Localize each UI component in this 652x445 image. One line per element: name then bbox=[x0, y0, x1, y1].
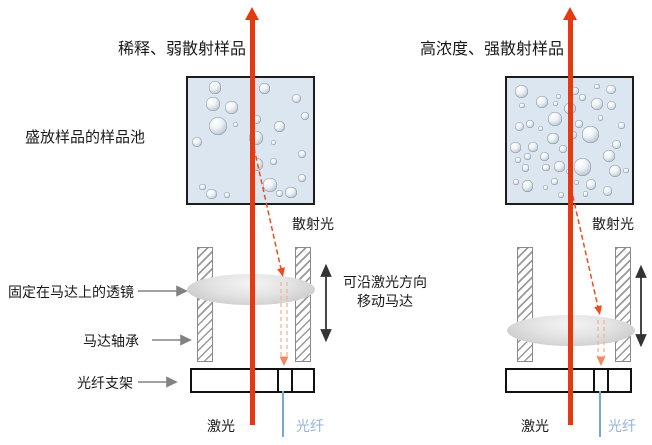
particle-bubble bbox=[536, 95, 548, 108]
particle-bubble bbox=[609, 165, 622, 178]
particle-bubble bbox=[273, 120, 286, 133]
left-sample-title: 稀释、弱散射样品 bbox=[118, 41, 247, 58]
particle-bubble bbox=[582, 191, 589, 197]
motor-travel-note-line1: 可沿激光方向 bbox=[343, 274, 427, 290]
particle-bubble bbox=[585, 179, 597, 190]
particle-bubble bbox=[225, 101, 238, 114]
particle-bubble bbox=[559, 144, 567, 153]
particle-bubble bbox=[275, 190, 283, 198]
motor-travel-note: 可沿激光方向 移动马达 bbox=[337, 273, 433, 311]
particle-bubble bbox=[542, 184, 549, 191]
motor-travel-arrow-left bbox=[320, 263, 332, 343]
particle-bubble bbox=[301, 111, 310, 121]
particle-bubble bbox=[258, 82, 271, 94]
particle-bubble bbox=[551, 178, 558, 186]
particle-bubble bbox=[591, 98, 604, 110]
particle-bubble bbox=[611, 140, 621, 150]
particle-bubble bbox=[526, 119, 535, 128]
motor-bearing-label: 马达轴承 bbox=[83, 333, 139, 349]
particle-bubble bbox=[208, 116, 227, 136]
fiber-mount-label: 光纤支架 bbox=[77, 375, 133, 391]
fiber-slot-line bbox=[291, 370, 293, 391]
particle-bubble bbox=[519, 102, 525, 108]
fiber-label-right: 光纤 bbox=[608, 418, 636, 434]
sample-cell-label: 盛放样品的样品池 bbox=[25, 129, 146, 146]
particle-bubble bbox=[538, 125, 544, 132]
label-pointer-arrows bbox=[138, 285, 192, 388]
lens-label: 固定在马达上的透镜 bbox=[8, 284, 134, 300]
particle-bubble bbox=[597, 115, 604, 121]
particle-bubble bbox=[570, 86, 579, 96]
particle-bubble bbox=[579, 94, 586, 101]
particle-bubble bbox=[297, 173, 306, 183]
particle-bubble bbox=[206, 97, 220, 111]
laser-beam-right bbox=[563, 7, 577, 425]
particle-bubble bbox=[206, 188, 217, 200]
scattered-light-label-right: 散射光 bbox=[592, 216, 634, 232]
fiber-label-left: 光纤 bbox=[296, 418, 324, 434]
particle-bubble bbox=[263, 178, 277, 192]
particle-bubble bbox=[513, 179, 520, 185]
laser-label-left: 激光 bbox=[207, 418, 235, 434]
particle-bubble bbox=[606, 84, 616, 94]
particle-bubble bbox=[618, 122, 625, 129]
motor-travel-note-line2: 移动马达 bbox=[357, 293, 413, 309]
particle-bubble bbox=[606, 100, 617, 111]
particle-bubble bbox=[521, 164, 530, 172]
particle-bubble bbox=[515, 84, 529, 99]
motor-bearing-right-bar bbox=[615, 247, 631, 362]
laser-arrowhead bbox=[563, 7, 577, 20]
particle-bubble bbox=[224, 191, 231, 198]
particle-bubble bbox=[552, 100, 559, 107]
particle-bubble bbox=[515, 121, 525, 131]
fiber-slot-line bbox=[607, 370, 609, 391]
particle-bubble bbox=[510, 142, 521, 153]
particle-bubble bbox=[582, 126, 599, 143]
laser-arrowhead bbox=[245, 7, 259, 20]
particle-bubble bbox=[575, 120, 584, 129]
motor-bearing-left-bar bbox=[197, 247, 213, 362]
particle-bubble bbox=[554, 161, 565, 172]
motor-travel-arrow-right bbox=[635, 264, 647, 348]
motor-bearing-left-bar bbox=[295, 247, 311, 362]
fiber-slot-line bbox=[277, 370, 279, 391]
particle-bubble bbox=[269, 158, 277, 166]
particle-bubble bbox=[523, 153, 531, 161]
particle-bubble bbox=[270, 140, 276, 146]
scattered-light-label-left: 散射光 bbox=[292, 216, 334, 232]
optical-fiber-right bbox=[599, 391, 601, 437]
optical-fiber-left bbox=[282, 391, 284, 437]
laser-label-right: 激光 bbox=[521, 418, 549, 434]
particle-bubble bbox=[547, 132, 559, 145]
particle-bubble bbox=[209, 81, 222, 94]
particle-bubble bbox=[557, 192, 564, 199]
particle-bubble bbox=[623, 168, 629, 174]
particle-bubble bbox=[602, 186, 612, 196]
particle-bubble bbox=[191, 137, 202, 148]
particle-bubble bbox=[298, 150, 307, 159]
particle-bubble bbox=[285, 186, 297, 199]
particle-bubble bbox=[573, 180, 579, 186]
particle-bubble bbox=[542, 163, 550, 172]
fiber-slot-line bbox=[593, 370, 595, 391]
particle-bubble bbox=[573, 158, 591, 176]
particle-bubble bbox=[602, 149, 615, 162]
particle-bubble bbox=[514, 156, 522, 164]
particle-bubble bbox=[251, 115, 261, 125]
particle-bubble bbox=[594, 83, 600, 90]
particle-bubble bbox=[292, 93, 302, 103]
particle-bubble bbox=[232, 122, 239, 128]
motor-bearing-right-bar bbox=[517, 247, 533, 362]
particle-bubble bbox=[521, 180, 534, 192]
particle-bubble bbox=[548, 111, 563, 126]
particle-bubble bbox=[528, 142, 538, 152]
particle-bubble bbox=[555, 93, 562, 100]
particle-bubble bbox=[539, 152, 549, 162]
particle-bubble bbox=[569, 130, 578, 139]
particle-bubble bbox=[199, 183, 206, 191]
right-sample-title: 高浓度、强散射样品 bbox=[420, 41, 565, 58]
laser-beam-left bbox=[245, 7, 259, 425]
